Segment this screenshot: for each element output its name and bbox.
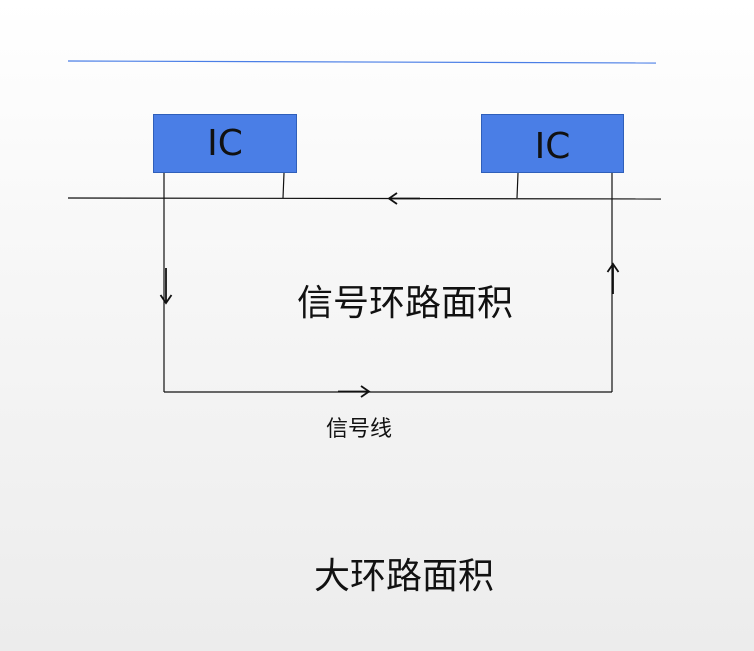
right-ic-label: IC (534, 125, 571, 167)
left-ic-pin-stub (282, 172, 285, 199)
horizontal-reference-line (67, 197, 662, 200)
left-ic-chip: IC (153, 114, 297, 173)
right-ic-pin-stub (516, 172, 519, 199)
signal-line-label: 信号线 (326, 417, 393, 442)
left-ic-label: IC (207, 123, 243, 164)
down-arrow-icon (159, 268, 173, 305)
right-ic-chip: IC (481, 114, 624, 173)
big-loop-area-label: 大环路面积 (314, 556, 495, 597)
right-arrow-icon (338, 385, 371, 398)
top-rule-line (67, 60, 657, 64)
return-current-left-arrow-icon (387, 192, 420, 205)
signal-loop-area-label: 信号环路面积 (297, 283, 514, 324)
up-arrow-icon (606, 262, 620, 294)
